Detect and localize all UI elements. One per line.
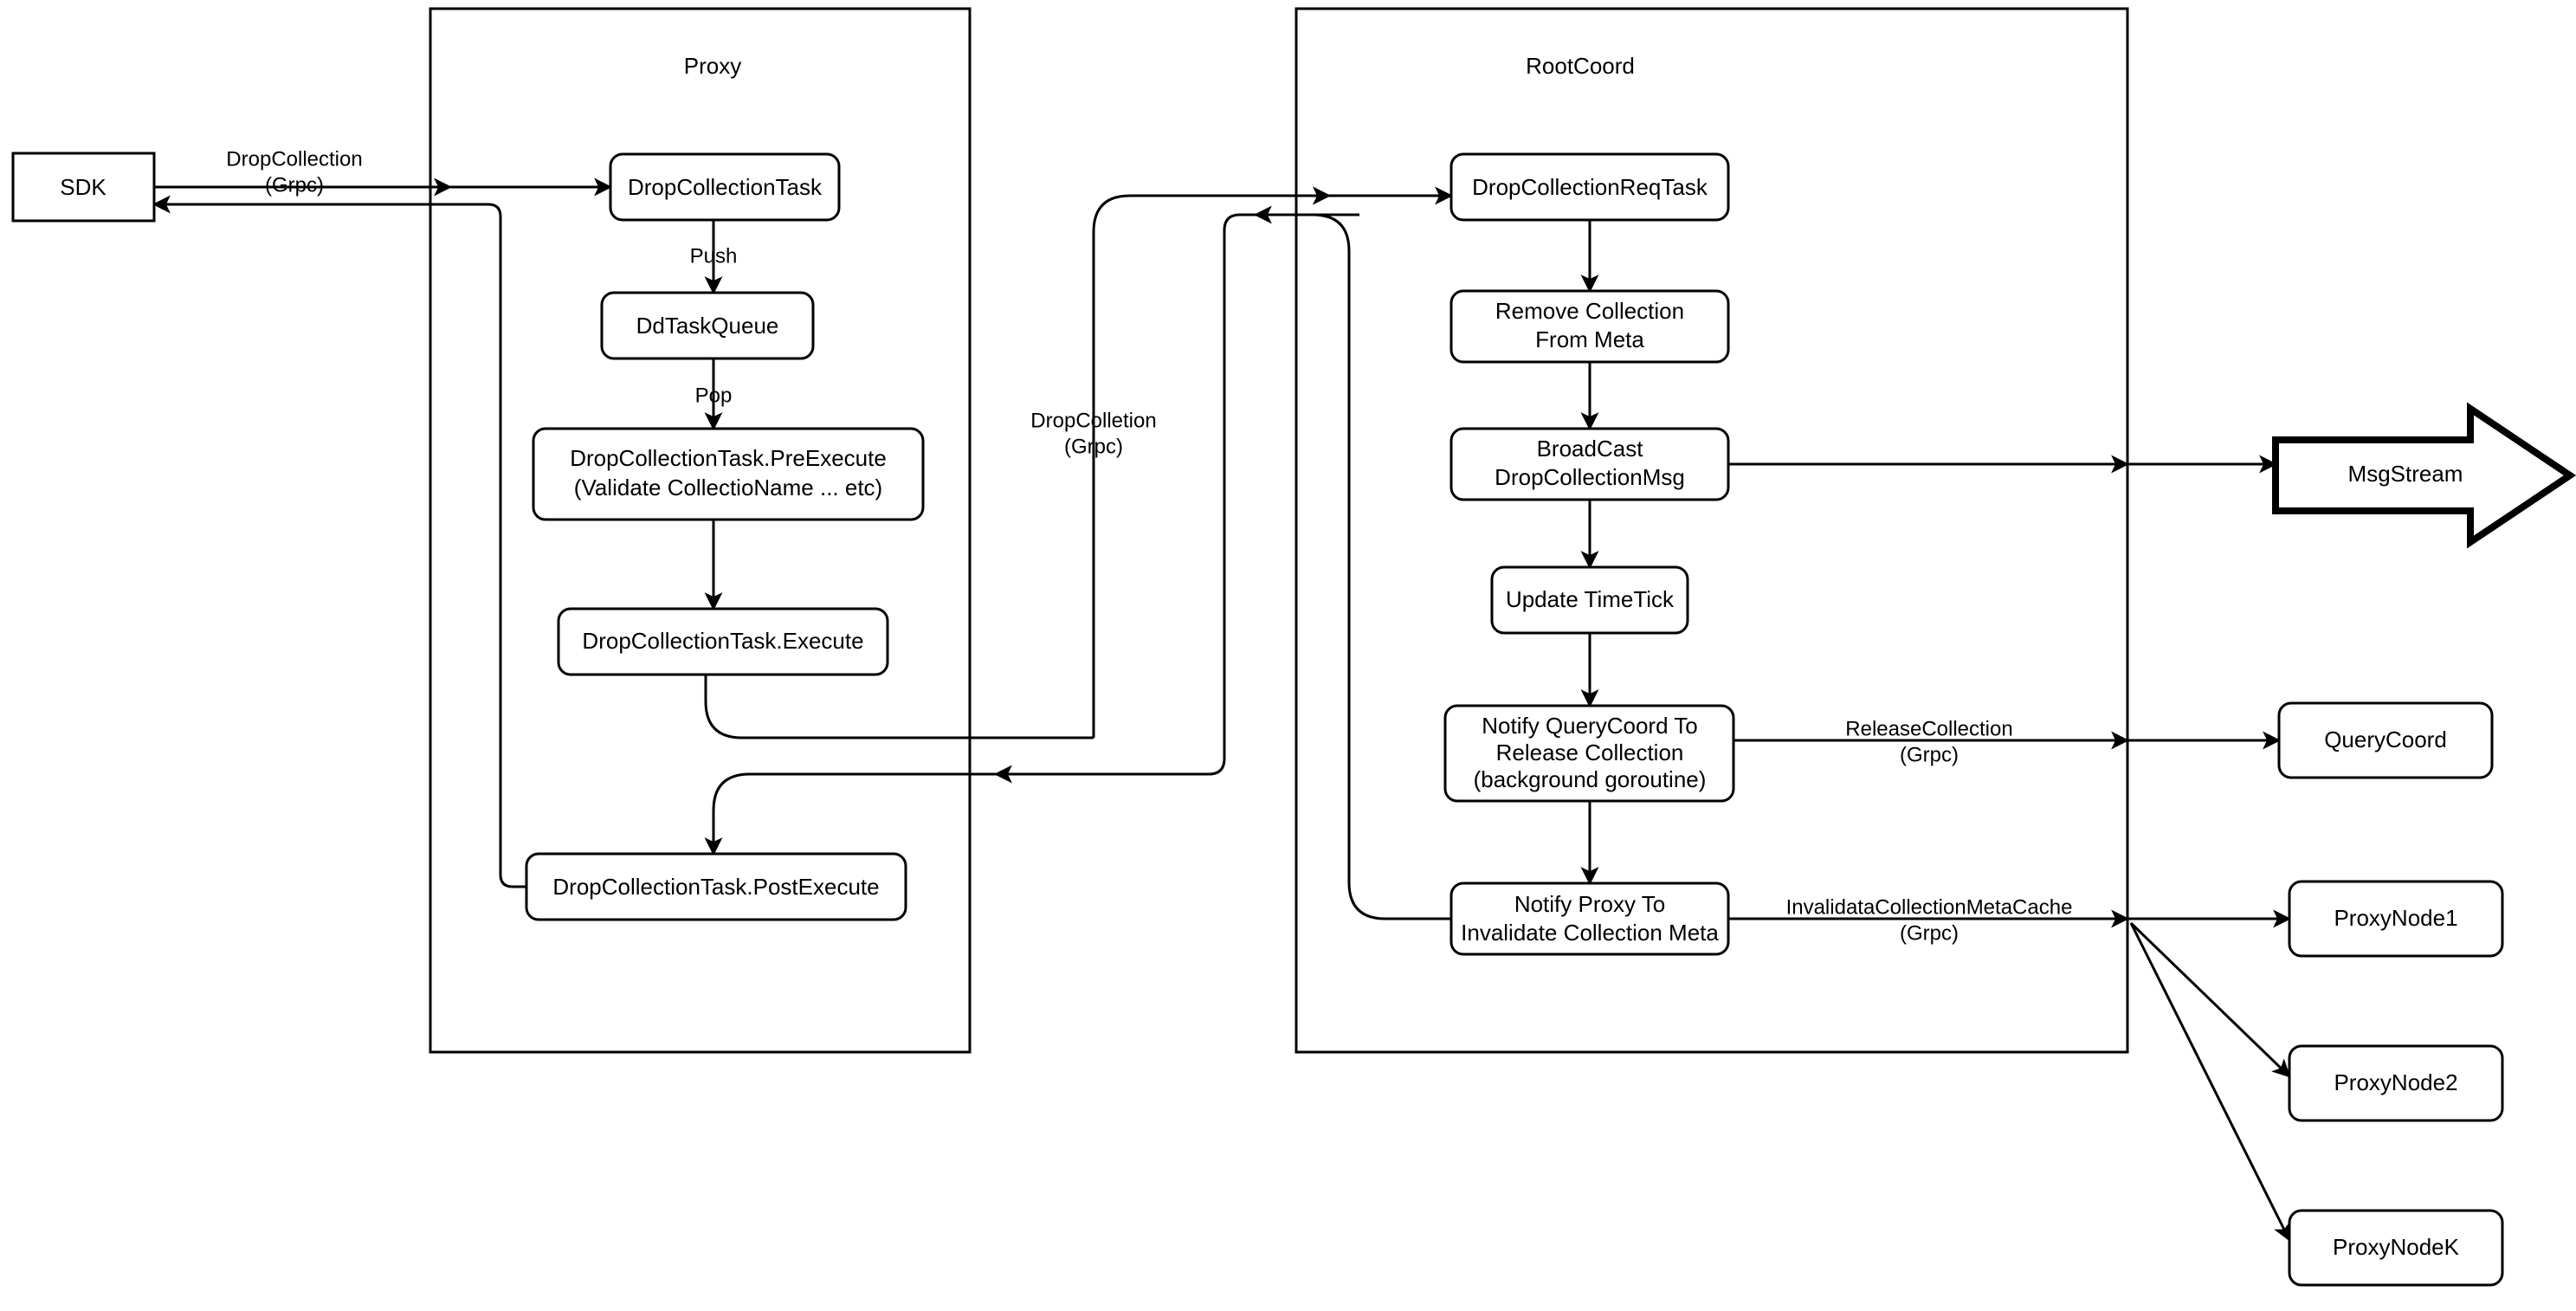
edge-label-releasecollection-grpc-line1: ReleaseCollection	[1845, 717, 2012, 740]
edge-push: Push	[690, 220, 738, 295]
pre-execute-box[interactable]	[532, 427, 925, 521]
update-timetick-box[interactable]	[1490, 565, 1689, 635]
edge-execute-to-rootcoord: DropColletion (Grpc)	[704, 186, 1454, 739]
msgstream-arrow-shape[interactable]	[2272, 402, 2576, 549]
node-drop-collection-req-task[interactable]: DropCollectionReqTask	[1449, 152, 1730, 222]
node-notify-querycoord[interactable]: Notify QueryCoord To Release Collection …	[1443, 704, 1735, 803]
node-pre-execute[interactable]: DropCollectionTask.PreExecute (Validate …	[532, 427, 925, 521]
edge-execute-to-rootcoord-seg1	[704, 675, 1094, 739]
node-msgstream[interactable]: MsgStream	[2272, 402, 2576, 549]
edge-label-dropcolletion-grpc-line2: (Grpc)	[1064, 435, 1123, 458]
node-notify-proxy[interactable]: Notify Proxy To Invalidate Collection Me…	[1449, 882, 1730, 956]
node-drop-collection-task[interactable]: DropCollectionTask	[609, 152, 841, 222]
rootcoord-container-label: RootCoord	[1526, 53, 1635, 79]
edge-sdk-to-proxy: DropCollection (Grpc)	[154, 147, 613, 197]
notify-querycoord-box[interactable]	[1443, 704, 1735, 803]
execute-label: DropCollectionTask.Execute	[582, 628, 863, 654]
proxynodek-label: ProxyNodeK	[2333, 1234, 2460, 1260]
remove-collection-from-meta-label-line2: From Meta	[1535, 326, 1644, 352]
edge-rootcoord-to-postexecute-seg3	[704, 772, 1020, 856]
querycoord-label: QueryCoord	[2324, 727, 2447, 752]
node-proxynode2[interactable]: ProxyNode2	[2288, 1044, 2504, 1122]
proxy-container-label: Proxy	[684, 53, 741, 79]
edge-label-dropcollection-grpc-line2: (Grpc)	[265, 173, 324, 197]
node-remove-collection-from-meta[interactable]: Remove Collection From Meta	[1449, 289, 1730, 364]
broadcast-drop-collection-msg-label-line2: DropCollectionMsg	[1495, 464, 1685, 490]
edge-label-invalidatacollectionmetacache-grpc-line1: InvalidataCollectionMetaCache	[1786, 895, 2073, 919]
sdk-box[interactable]	[11, 152, 156, 223]
node-querycoord[interactable]: QueryCoord	[2277, 701, 2494, 779]
edge-label-invalidatacollectionmetacache-grpc-line2: (Grpc)	[1900, 921, 1959, 945]
drop-collection-req-task-label: DropCollectionReqTask	[1472, 174, 1708, 200]
node-dd-task-queue[interactable]: DdTaskQueue	[600, 291, 815, 360]
post-execute-label: DropCollectionTask.PostExecute	[552, 874, 879, 900]
edge-label-dropcolletion-grpc-line1: DropColletion	[1030, 409, 1156, 432]
edge-notifyproxy-to-proxynodes: InvalidataCollectionMetaCache (Grpc)	[1728, 895, 2292, 1242]
notify-querycoord-label-line3: (background goroutine)	[1474, 766, 1707, 792]
remove-collection-from-meta-label-line1: Remove Collection	[1495, 298, 1684, 324]
edge-execute-to-rootcoord-seg2	[1092, 186, 1332, 738]
edge-proxy-to-sdk-path	[152, 195, 526, 888]
edge-label-pop: Pop	[695, 384, 733, 407]
sdk-label: SDK	[60, 174, 107, 200]
edge-rootcoord-to-postexecute-seg1	[1240, 213, 1451, 920]
querycoord-box[interactable]	[2277, 701, 2494, 779]
notify-proxy-box[interactable]	[1449, 882, 1730, 956]
broadcast-drop-collection-msg-box[interactable]	[1449, 427, 1730, 501]
node-sdk[interactable]: SDK	[11, 152, 156, 223]
edge-proxy-to-sdk	[152, 195, 526, 888]
broadcast-drop-collection-msg-label-line1: BroadCast	[1537, 436, 1644, 462]
notify-querycoord-label-line1: Notify QueryCoord To	[1482, 713, 1698, 739]
edge-notifyquerycoord-to-querycoord: ReleaseCollection (Grpc)	[1733, 717, 2282, 766]
edge-pop: Pop	[695, 358, 733, 431]
pre-execute-label-line1: DropCollectionTask.PreExecute	[570, 445, 887, 471]
node-update-timetick[interactable]: Update TimeTick	[1490, 565, 1689, 635]
edge-notifyproxy-to-proxynodek	[2129, 922, 2291, 1242]
node-post-execute[interactable]: DropCollectionTask.PostExecute	[525, 852, 907, 921]
drop-collection-req-task-box[interactable]	[1449, 152, 1730, 222]
notify-proxy-label-line1: Notify Proxy To	[1514, 891, 1665, 917]
node-execute[interactable]: DropCollectionTask.Execute	[557, 607, 889, 676]
post-execute-box[interactable]	[525, 852, 907, 921]
proxynode2-label: ProxyNode2	[2334, 1069, 2457, 1095]
node-proxynodek[interactable]: ProxyNodeK	[2288, 1209, 2504, 1287]
drop-collection-task-label: DropCollectionTask	[628, 174, 823, 200]
edge-rootcoord-to-postexecute-seg2	[1020, 213, 1241, 776]
edge-label-push: Push	[690, 244, 738, 268]
edge-rootcoord-to-postexecute	[704, 205, 1451, 920]
dd-task-queue-box[interactable]	[600, 291, 815, 360]
proxynode1-label: ProxyNode1	[2334, 905, 2457, 931]
remove-collection-from-meta-box[interactable]	[1449, 289, 1730, 364]
edge-label-dropcollection-grpc-line1: DropCollection	[226, 147, 362, 171]
notify-proxy-label-line2: Invalidate Collection Meta	[1461, 920, 1719, 946]
notify-querycoord-label-line2: Release Collection	[1496, 739, 1684, 765]
update-timetick-label: Update TimeTick	[1506, 586, 1675, 612]
proxynodek-box[interactable]	[2288, 1209, 2504, 1287]
node-broadcast-drop-collection-msg[interactable]: BroadCast DropCollectionMsg	[1449, 427, 1730, 501]
proxynode1-box[interactable]	[2288, 880, 2504, 958]
pre-execute-label-line2: (Validate CollectioName ... etc)	[574, 475, 882, 501]
edge-notifyproxy-to-proxynode2	[2129, 921, 2291, 1078]
dd-task-queue-label: DdTaskQueue	[636, 313, 779, 339]
msgstream-label: MsgStream	[2348, 461, 2463, 487]
node-proxynode1[interactable]: ProxyNode1	[2288, 880, 2504, 958]
edge-label-releasecollection-grpc-line2: (Grpc)	[1900, 743, 1959, 766]
execute-box[interactable]	[557, 607, 889, 676]
proxynode2-box[interactable]	[2288, 1044, 2504, 1122]
drop-collection-task-box[interactable]	[609, 152, 841, 222]
